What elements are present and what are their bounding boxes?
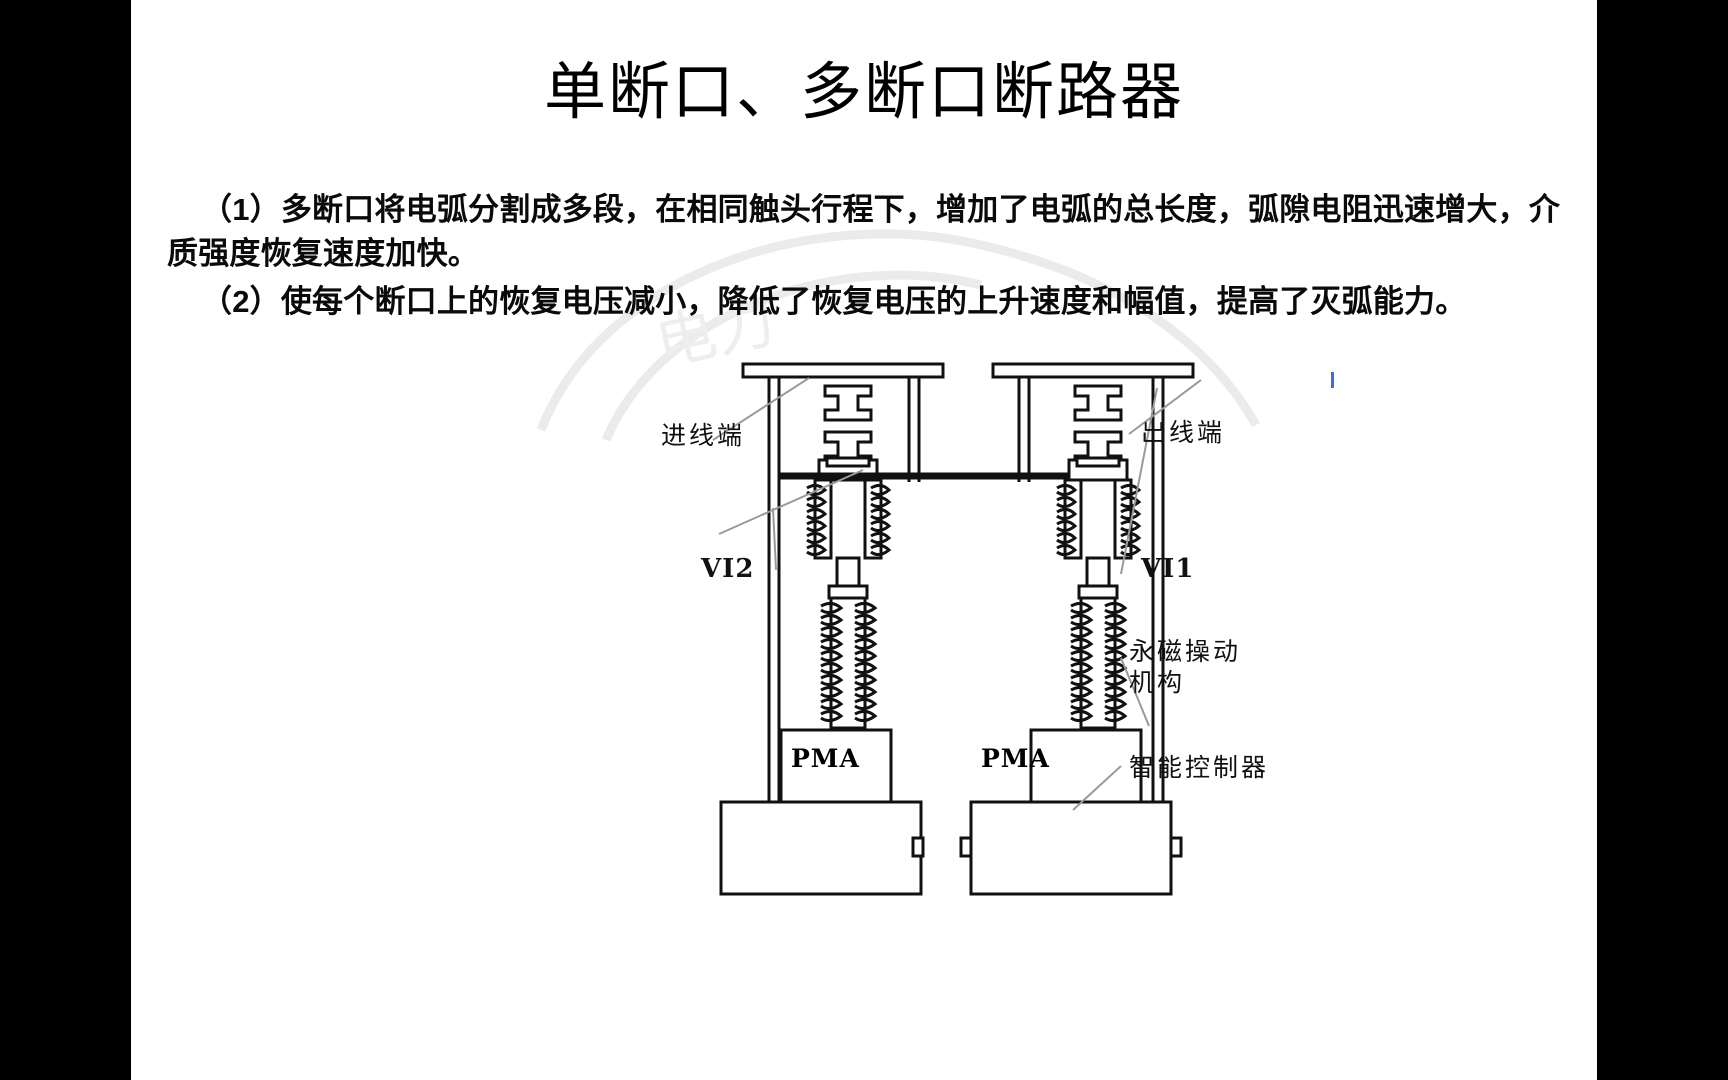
label-pma-box-right: PMA xyxy=(981,744,1050,773)
slide-canvas: 电力 单断口、多断口断路器 （1）多断口将电弧分割成多段，在相同触头行程下，增加… xyxy=(131,0,1597,1080)
circuit-breaker-diagram: 进线端 出线端 VI2 VI1 永磁操动 机构 智能控制器 PMA PMA xyxy=(601,358,1301,918)
label-pma-box-left: PMA xyxy=(791,744,860,773)
label-intelligent-controller: 智能控制器 xyxy=(1129,753,1270,782)
breaker-schematic-svg xyxy=(712,362,1202,896)
paragraph-1: （1）多断口将电弧分割成多段，在相同触头行程下，增加了电弧的总长度，弧隙电阻迅速… xyxy=(167,192,1561,271)
paragraph-2: （2）使每个断口上的恢复电压减小，降低了恢复电压的上升速度和幅值，提高了灭弧能力… xyxy=(201,284,1467,319)
letterbox-bar-left xyxy=(0,0,131,1080)
letterbox-bar-right xyxy=(1597,0,1728,1080)
label-vacuum-interrupter-2: VI2 xyxy=(701,554,755,584)
label-outgoing-terminal: 出线端 xyxy=(1141,418,1226,447)
text-caret xyxy=(1331,372,1334,388)
label-incoming-terminal: 进线端 xyxy=(661,421,746,450)
body-text-block: （1）多断口将电弧分割成多段，在相同触头行程下，增加了电弧的总长度，弧隙电阻迅速… xyxy=(167,188,1565,328)
label-pma-line-1: 永磁操动 xyxy=(1129,637,1242,666)
label-permanent-magnet-actuator: 永磁操动 机构 xyxy=(1129,636,1241,698)
label-pma-line-2: 机构 xyxy=(1129,668,1186,697)
page-title: 单断口、多断口断路器 xyxy=(543,55,1184,128)
label-vacuum-interrupter-1: VI1 xyxy=(1141,554,1195,584)
